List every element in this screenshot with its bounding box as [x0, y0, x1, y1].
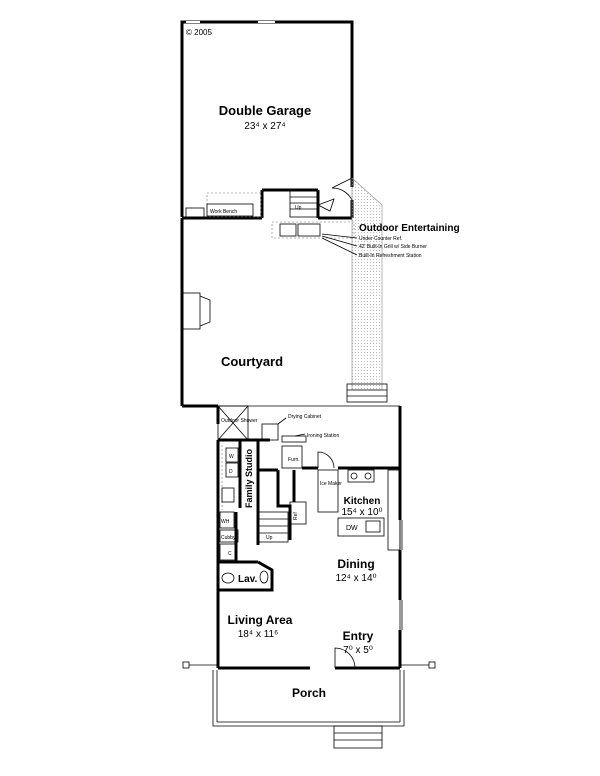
- outdoor-item-1: Under Counter Ref.: [359, 236, 402, 242]
- courtyard-title: Courtyard: [221, 354, 283, 369]
- garage-stair: [289, 190, 318, 218]
- stair-area: [257, 466, 318, 543]
- porch-title: Porch: [292, 686, 326, 700]
- garage-walls: [180, 20, 354, 220]
- kitchen-counters: [289, 469, 401, 551]
- ironing-station: [281, 435, 307, 443]
- dryer-label: D: [229, 469, 233, 475]
- outdoor-title: Outdoor Entertaining: [359, 223, 460, 234]
- walkway-hatch: [351, 177, 383, 391]
- outdoor-shower-label: Outdoor Shower: [221, 418, 258, 424]
- furnace: [281, 445, 303, 469]
- garage-up-label: Up: [295, 205, 302, 211]
- stair-up-label: Up: [266, 535, 273, 541]
- ironing-station-label: Ironing Station: [307, 433, 339, 439]
- copyright: © 2005: [186, 28, 212, 37]
- work-bench-label: Work Bench: [210, 209, 237, 215]
- family-studio-label: Family Studio: [244, 448, 254, 508]
- courtyard-fireplace: [182, 292, 211, 330]
- work-bench: [206, 203, 254, 217]
- kitchen-title: Kitchen: [344, 496, 381, 507]
- ref-label: Ref: [293, 512, 299, 520]
- lav-label: Lav.: [238, 574, 257, 585]
- outdoor-shower: [217, 405, 249, 441]
- walkway-steps: [346, 383, 388, 403]
- porch: [182, 661, 436, 749]
- kitchen-dim: 15⁴ x 10⁰: [341, 507, 382, 518]
- living-dim: 18⁴ x 11⁶: [238, 629, 278, 640]
- garage-dim: 23⁴ x 27⁴: [244, 121, 285, 132]
- closet-label: C: [228, 551, 232, 557]
- entry-dim: 7⁰ x 5⁰: [343, 645, 373, 656]
- outdoor-counter: [271, 221, 355, 239]
- laundry: [221, 445, 239, 510]
- dining-title: Dining: [337, 557, 374, 571]
- washer-label: W: [229, 454, 234, 460]
- pantry-door: [317, 451, 335, 469]
- garage-title: Double Garage: [219, 103, 311, 118]
- wh-label: WH: [221, 519, 230, 525]
- outdoor-item-3: Built-In Refreshment Station: [359, 253, 422, 259]
- entry-door: [334, 647, 356, 669]
- living-title: Living Area: [228, 613, 293, 627]
- garage-door-swing: [317, 177, 353, 212]
- furnace-label: Furn.: [288, 457, 300, 463]
- drying-cabinet: [261, 423, 279, 441]
- dw-label: DW: [346, 525, 358, 532]
- cubby-label: Cubby: [221, 535, 236, 541]
- drying-cabinet-label: Drying Cabinet: [288, 414, 322, 420]
- utility-closets: [218, 511, 258, 564]
- outdoor-item-2: 42' Built-In Grill w/ Side Burner: [359, 244, 427, 250]
- dining-dim: 12⁴ x 14⁰: [335, 573, 376, 584]
- lav: [218, 560, 274, 592]
- entry-title: Entry: [343, 629, 374, 643]
- ice-maker-label: Ice Maker: [320, 481, 342, 487]
- garage-cabinet: [185, 207, 205, 218]
